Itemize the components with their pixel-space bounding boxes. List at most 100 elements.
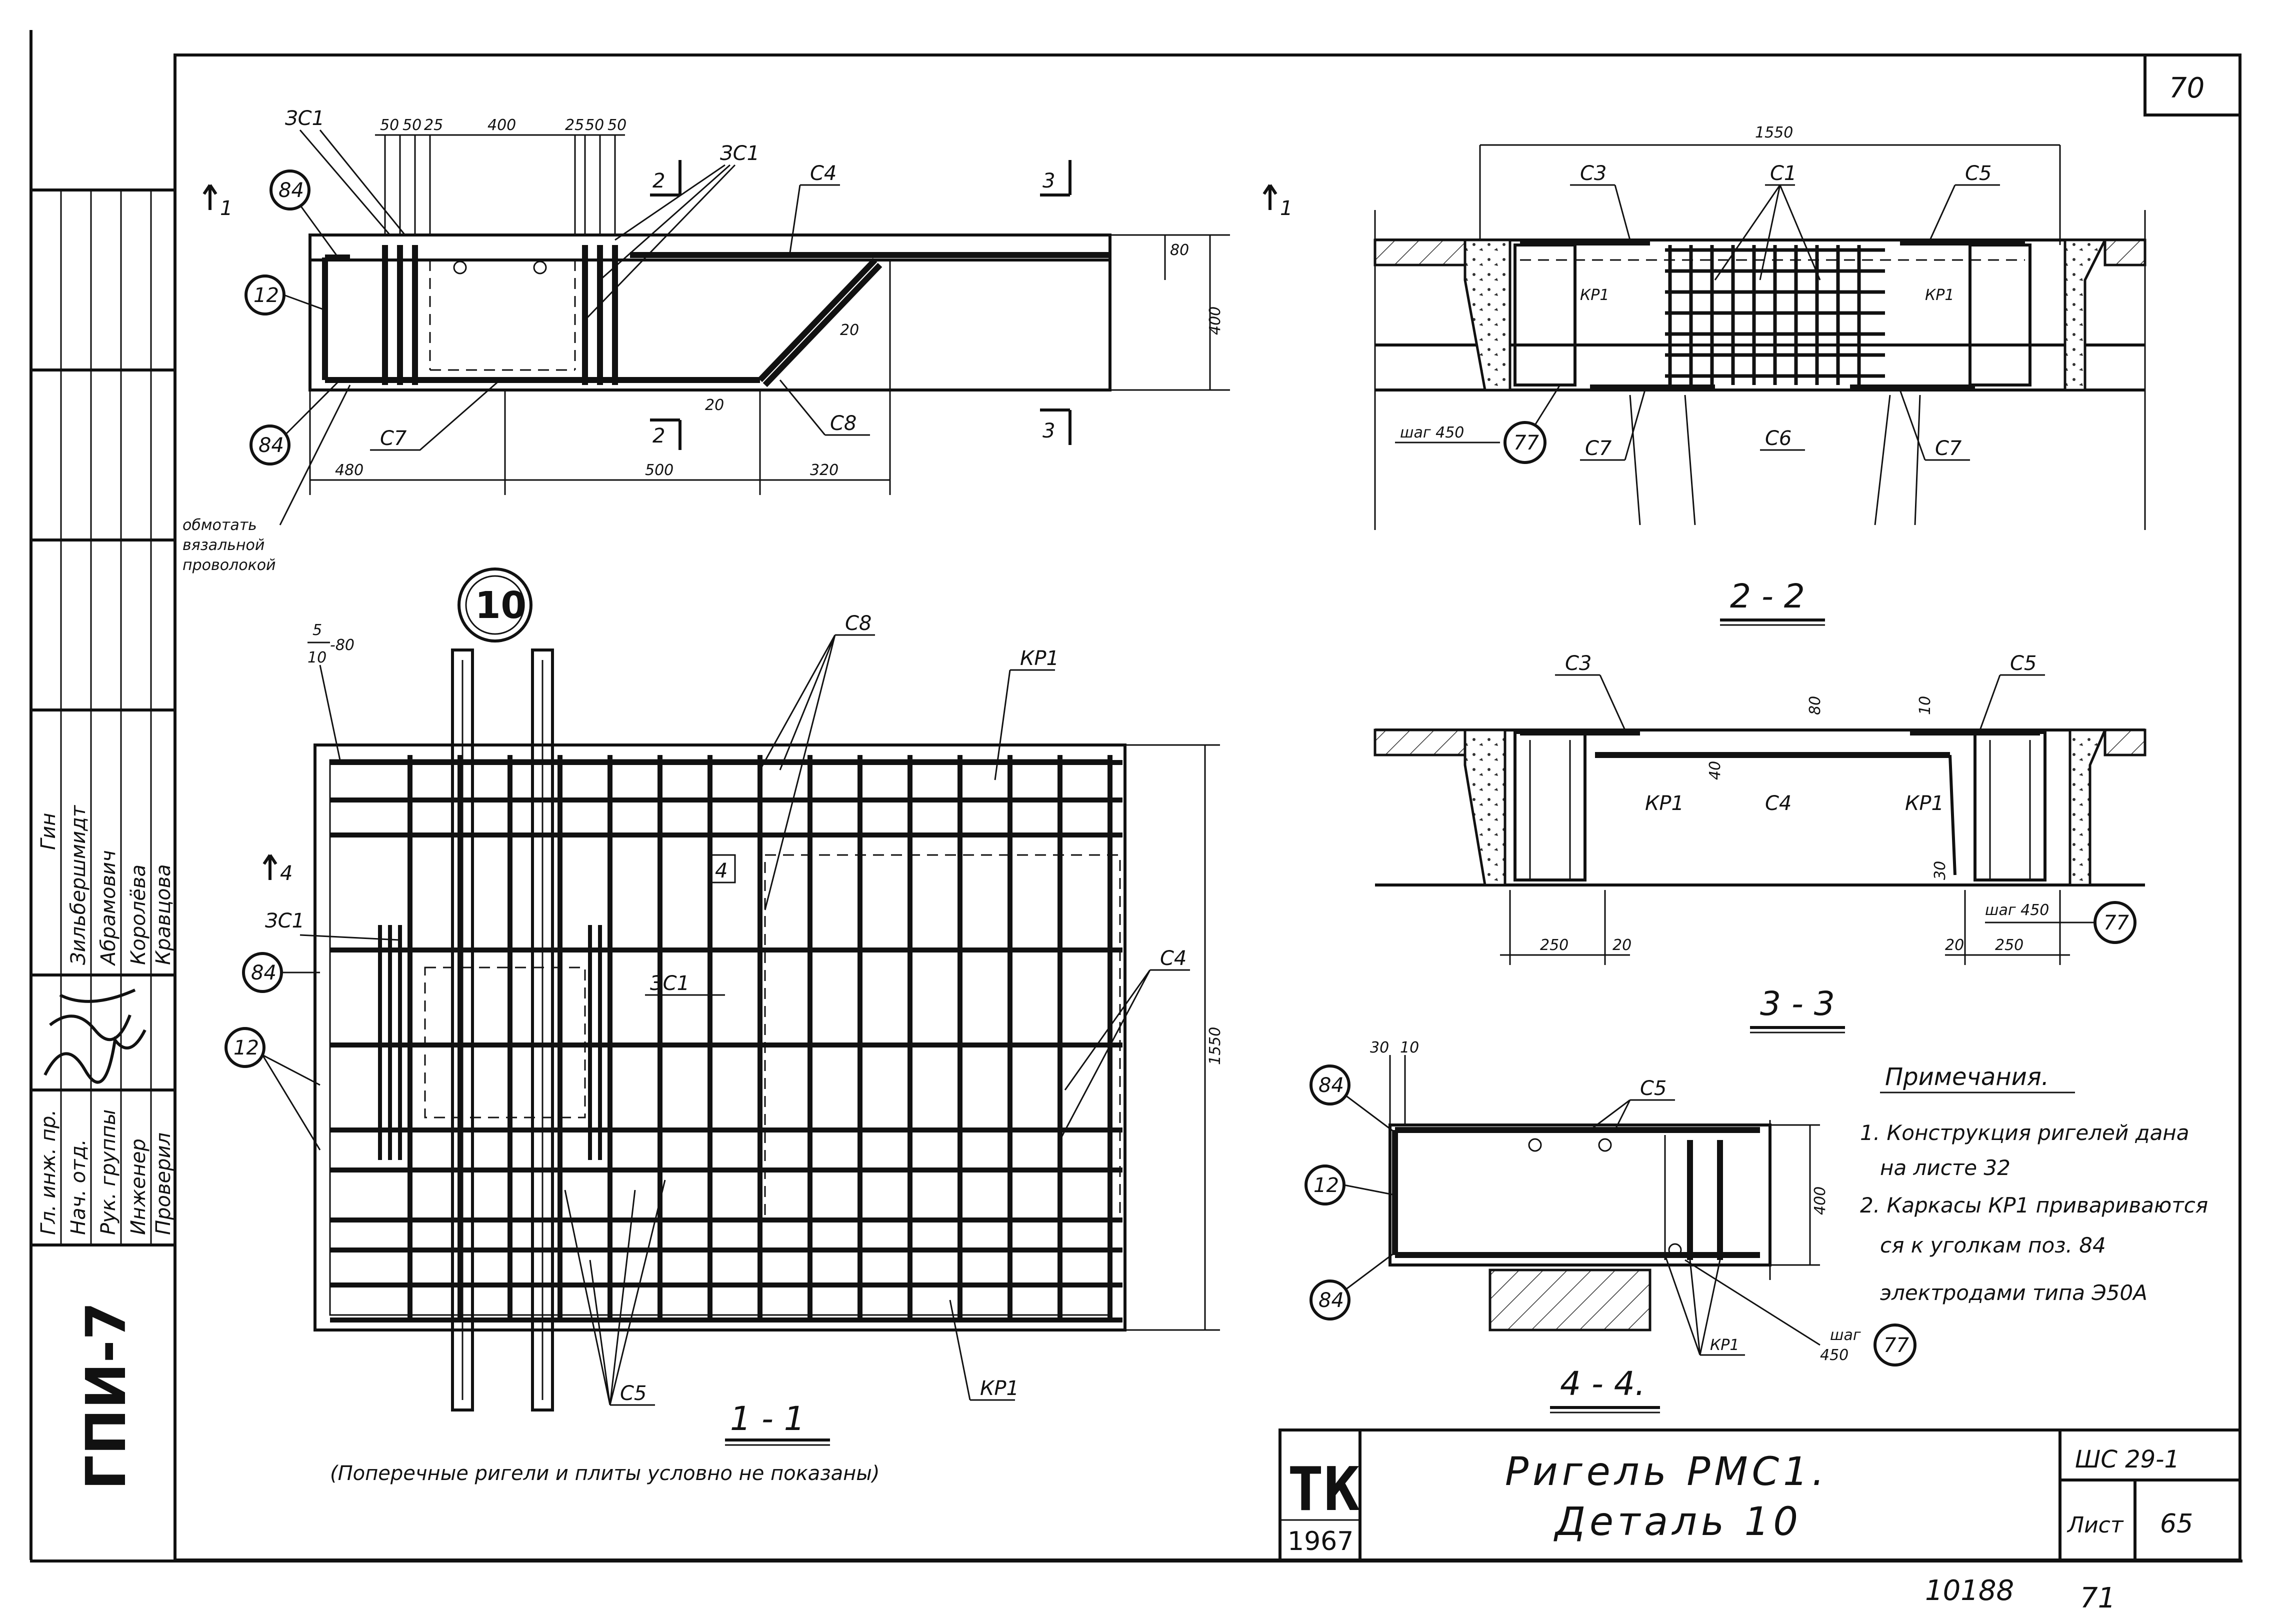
footer-page: 71 bbox=[2080, 1582, 2116, 1614]
side-name-2: Зильбершмидт bbox=[67, 804, 90, 965]
s44-dim-30: 30 bbox=[1370, 1039, 1389, 1056]
side-role-5: Проверил bbox=[152, 1132, 175, 1235]
top-right-stamp: 70 bbox=[2144, 54, 2242, 116]
tb-title-line1: Ригель РМС1. bbox=[1505, 1450, 1828, 1494]
dim-right-400: 400 bbox=[1206, 306, 1224, 335]
tb-series: ШС 29-1 bbox=[2075, 1446, 2180, 1474]
section-2-2: 1550 С3 С1 С5 КР1 КР1 шаг 450 77 bbox=[1374, 124, 2146, 626]
plan-label-zs1-a: ЗС1 bbox=[265, 910, 304, 932]
plan-label-zs1-b: ЗС1 bbox=[650, 972, 690, 995]
plan-horizontal-bars bbox=[330, 760, 1122, 1322]
signature-scribbles bbox=[44, 988, 146, 1084]
s22-label-c5: С5 bbox=[1965, 162, 1992, 185]
notes-item-3: 2. Каркасы КР1 привариваются bbox=[1860, 1193, 2208, 1218]
s44-step: шаг bbox=[1830, 1326, 1861, 1344]
cut-3-top: 3 bbox=[1042, 170, 1055, 192]
s22-label-c6: С6 bbox=[1765, 427, 1792, 450]
s44-pos-84-a: 84 bbox=[1318, 1074, 1344, 1097]
pos-84-b: 84 bbox=[258, 434, 284, 457]
s22-label-c3: С3 bbox=[1580, 162, 1606, 185]
dim-20-a: 20 bbox=[840, 322, 859, 339]
side-role-4: Инженер bbox=[127, 1138, 150, 1235]
side-name-5: Кравцова bbox=[152, 864, 175, 965]
s33-label-kp1-l: КР1 bbox=[1645, 792, 1684, 815]
plan-vertical-bars bbox=[408, 755, 1112, 1322]
label-c7: С7 bbox=[380, 427, 407, 450]
s22-label-c1: С1 bbox=[1770, 162, 1796, 185]
dim-top-3: 25 bbox=[424, 116, 443, 134]
s33-title: 3 - 3 bbox=[1760, 984, 1835, 1023]
elevation-view: 1 1 2 2 3 3 ЗС1 ЗС1 С4 С7 С8 84 12 bbox=[182, 107, 1292, 574]
dim-20-b: 20 bbox=[705, 396, 724, 414]
cut-3-bottom: 3 bbox=[1042, 420, 1055, 442]
wire-note-3: проволокой bbox=[182, 556, 276, 574]
detail-marker: 10 bbox=[458, 568, 532, 642]
side-role-1: Гл. инж. пр. bbox=[37, 1110, 60, 1235]
s44-dim-400: 400 bbox=[1812, 1186, 1829, 1215]
cut-2-bottom: 2 bbox=[652, 424, 665, 448]
s33-label-c3: С3 bbox=[1565, 652, 1592, 675]
s22-title: 2 - 2 bbox=[1730, 577, 1805, 616]
plan-label-c5: С5 bbox=[620, 1382, 646, 1405]
tb-title-line2: Деталь 10 bbox=[1554, 1500, 1802, 1544]
wire-note-1: обмотать bbox=[182, 516, 257, 534]
dim-bottom-2: 500 bbox=[645, 462, 674, 479]
pos-84-a: 84 bbox=[278, 179, 304, 202]
s33-dim-250-l: 250 bbox=[1540, 936, 1568, 954]
dim-right-80: 80 bbox=[1170, 242, 1189, 259]
s22-dim-top: 1550 bbox=[1755, 124, 1793, 142]
notes-item-4: ся к уголкам поз. 84 bbox=[1880, 1233, 2106, 1258]
dim-top-2: 50 bbox=[402, 116, 422, 134]
tb-year: 1967 bbox=[1288, 1526, 1354, 1556]
title-block: ТК 1967 Ригель РМС1. Деталь 10 ШС 29-1 Л… bbox=[1278, 1428, 2242, 1562]
dim-top-6: 50 bbox=[585, 116, 604, 134]
side-signature-table: Гл. инж. пр. Нач. отд. Рук. группы Инжен… bbox=[31, 188, 175, 1246]
pos-12: 12 bbox=[254, 284, 279, 307]
label-zs1-a: ЗС1 bbox=[285, 107, 324, 130]
s33-dim-20-l: 20 bbox=[1612, 936, 1632, 954]
tb-sheet-no: 65 bbox=[2160, 1509, 2193, 1539]
dim-bottom-3: 320 bbox=[810, 462, 838, 479]
footer-number: 10188 bbox=[1925, 1574, 2014, 1607]
plan-dim-right: 1550 bbox=[1206, 1027, 1224, 1065]
plan-frac-top: 5 bbox=[312, 622, 322, 639]
dim-top-5: 25 bbox=[565, 116, 584, 134]
s33-pos-77: 77 bbox=[2104, 912, 2129, 934]
cut-2-top: 2 bbox=[652, 170, 665, 192]
plan-caption: (Поперечные ригели и плиты условно не по… bbox=[330, 1462, 880, 1485]
side-role-2: Нач. отд. bbox=[67, 1139, 90, 1235]
s44-dim-10: 10 bbox=[1400, 1039, 1419, 1056]
plan-label-kp1-top: КР1 bbox=[1020, 647, 1059, 670]
s33-step: шаг 450 bbox=[1985, 902, 2049, 919]
label-c4: С4 bbox=[810, 162, 836, 185]
dim-top-7: 50 bbox=[608, 116, 626, 134]
s33-dim-80: 80 bbox=[1806, 696, 1824, 715]
s44-pos-77: 77 bbox=[1884, 1334, 1909, 1357]
wire-note-2: вязальной bbox=[182, 536, 264, 554]
cut-1-left: 1 bbox=[220, 197, 232, 220]
detail-marker-number: 10 bbox=[475, 584, 526, 627]
plan-frac-bottom: 10 bbox=[308, 649, 326, 666]
plan-label-kp1-bottom: КР1 bbox=[980, 1377, 1019, 1400]
s33-label-kp1-r: КР1 bbox=[1905, 792, 1944, 815]
s22-label-kp1-r: КР1 bbox=[1925, 286, 1954, 304]
s22-label-kp1-l: КР1 bbox=[1580, 286, 1609, 304]
s22-mesh bbox=[1665, 245, 1885, 385]
notes-block: Примечания. 1. Конструкция ригелей дана … bbox=[1860, 1063, 2208, 1305]
notes-item-1: 1. Конструкция ригелей дана bbox=[1860, 1120, 2190, 1145]
plan-frac-suffix: -80 bbox=[330, 636, 354, 654]
s44-step-val: 450 bbox=[1820, 1346, 1848, 1364]
s33-dim-30: 30 bbox=[1932, 861, 1949, 880]
s22-step: шаг 450 bbox=[1400, 424, 1464, 442]
notes-item-2: на листе 32 bbox=[1880, 1156, 2010, 1180]
plan-section-title: 1 - 1 bbox=[730, 1400, 805, 1438]
s33-label-c4: С4 bbox=[1765, 792, 1792, 815]
plan-cut-4-left: 4 bbox=[280, 862, 292, 885]
s33-dim-20-r: 20 bbox=[1945, 936, 1964, 954]
plan-pos-12: 12 bbox=[234, 1036, 259, 1060]
plan-pos-84: 84 bbox=[251, 962, 276, 984]
section-4-4: 30 10 400 С5 84 12 84 КР1 шаг 450 bbox=[1304, 1039, 1916, 1414]
s44-label-c5: С5 bbox=[1640, 1077, 1666, 1100]
plan-label-c8: С8 bbox=[845, 612, 872, 635]
